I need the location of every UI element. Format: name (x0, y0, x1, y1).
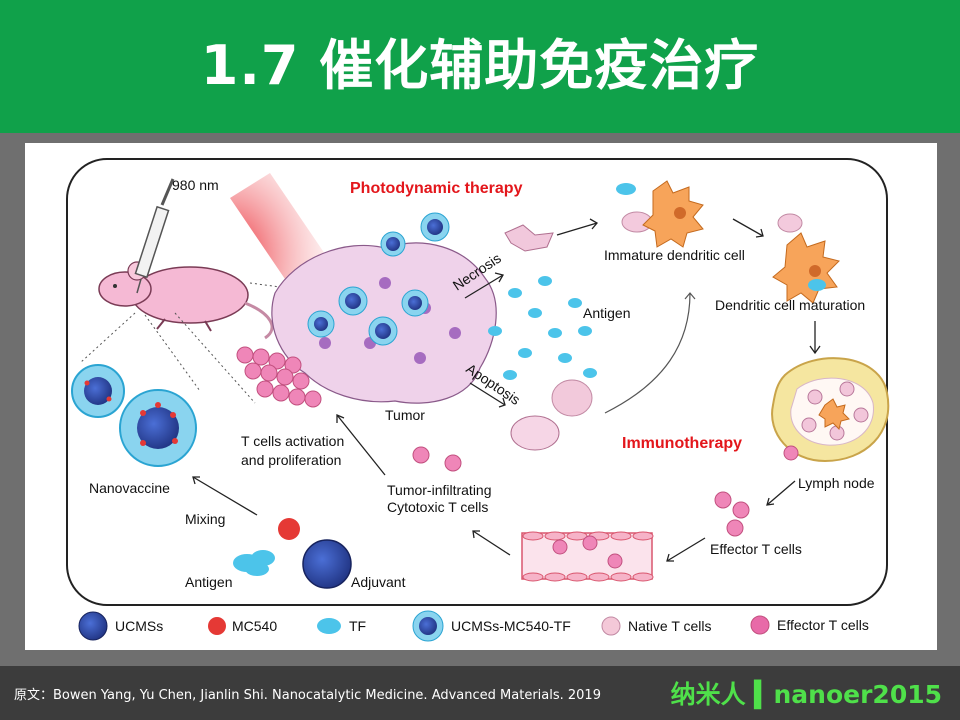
legend-item-native-t: Native T cells (601, 616, 712, 636)
mouse-illustration (98, 261, 274, 340)
t-cell-cluster (236, 346, 322, 408)
arrow-til-to-tumor (336, 414, 386, 476)
necrotic-fragment (504, 224, 554, 252)
adjuvant-particle (302, 539, 352, 589)
adjuvant-label: Adjuvant (351, 574, 406, 590)
immature-dendritic-cell (616, 180, 704, 248)
svg-text:Effector T cells: Effector T cells (777, 617, 869, 633)
legend: UCMSs MC540 TF UCMSs-MC540-TF Native T c… (78, 610, 869, 642)
zoom-lines (79, 282, 326, 404)
lymph-node (771, 357, 890, 463)
mature-dendritic-cell (772, 213, 840, 304)
antigen-bottom-label: Antigen (185, 574, 232, 590)
antigen-bottom-cloud (233, 550, 275, 576)
arrow-to-lymph-node (809, 321, 821, 355)
dc-maturation-label: Dendritic cell maturation (715, 297, 865, 313)
til-cells (412, 446, 462, 472)
svg-text:UCMSs-MC540-TF: UCMSs-MC540-TF (451, 618, 571, 634)
mc540-dot (278, 518, 300, 540)
svg-text:Native T cells: Native T cells (628, 618, 712, 634)
header-bar: 1.7 催化辅助免疫治疗 (0, 0, 960, 133)
apoptosis-arrow (469, 382, 506, 408)
legend-item-tf: TF (317, 618, 366, 634)
arrow-dc-maturation (732, 218, 764, 238)
til-label-1: Tumor-infiltrating (387, 482, 492, 498)
legend-item-effector-t: Effector T cells (750, 615, 869, 635)
svg-text:UCMSs: UCMSs (115, 618, 163, 634)
footer-bar: 原文：Bowen Yang, Yu Chen, Jianlin Shi. Nan… (0, 666, 960, 720)
antigen-label: Antigen (583, 305, 630, 321)
mixing-label: Mixing (185, 511, 225, 527)
syringe-icon (134, 178, 175, 294)
t-activation-label-1: T cells activation (241, 433, 344, 449)
arrow-to-effector (766, 480, 796, 506)
svg-text:MC540: MC540 (232, 618, 277, 634)
effector-t-cells (714, 491, 750, 537)
arrow-effector-to-vessel (666, 537, 706, 562)
nanovaccine-label: Nanovaccine (89, 480, 170, 496)
arrow-to-dc (556, 218, 598, 236)
t-activation-label-2: and proliferation (241, 452, 341, 468)
figure-panel: 980 nm Photodynamic therapy Nanovaccine … (25, 143, 937, 650)
legend-item-mc540: MC540 (208, 617, 277, 635)
lymph-node-label: Lymph node (798, 475, 875, 491)
antigen-cell (551, 379, 593, 417)
arrow-vessel-to-til (472, 530, 511, 556)
arrow-mixing (192, 476, 258, 516)
nanovaccine-particles (71, 364, 197, 467)
immunotherapy-label: Immunotherapy (622, 435, 742, 452)
til-label-2: Cytotoxic T cells (387, 499, 488, 515)
tumor-nanoparticles (307, 212, 450, 346)
tumor-label: Tumor (385, 407, 425, 423)
blood-vessel (521, 531, 654, 582)
antigen-presentation-arrow (604, 292, 696, 414)
immunotherapy-diagram: 980 nm Photodynamic therapy Nanovaccine … (66, 158, 890, 642)
legend-item-ucmss: UCMSs (78, 611, 163, 641)
antigen-cloud (488, 276, 597, 380)
reference-text: 原文：Bowen Yang, Yu Chen, Jianlin Shi. Nan… (14, 688, 601, 703)
diagram-frame (66, 158, 888, 606)
legend-item-ucmss-mc540-tf: UCMSs-MC540-TF (412, 610, 571, 642)
svg-text:TF: TF (349, 618, 366, 634)
pdt-label: Photodynamic therapy (350, 180, 523, 197)
apoptotic-cell (510, 415, 560, 451)
slide-title: 1.7 催化辅助免疫治疗 (200, 34, 760, 97)
effector-t-label: Effector T cells (710, 541, 802, 557)
immature-dc-label: Immature dendritic cell (604, 247, 745, 263)
brand-logo: 纳米人 ▍nanoer2015 (670, 680, 942, 709)
necrosis-arrow (464, 272, 504, 299)
laser-label: 980 nm (172, 177, 219, 193)
